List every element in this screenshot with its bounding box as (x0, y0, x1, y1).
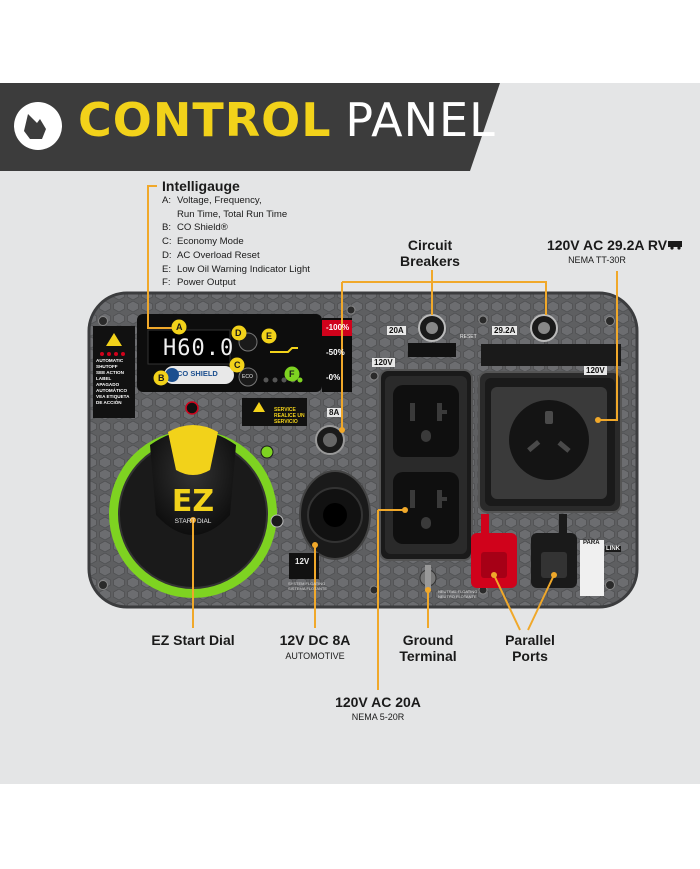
eco-mode-button[interactable] (238, 367, 258, 387)
dc-8a-label: 8A (327, 408, 342, 417)
output-100-indicator (322, 320, 352, 336)
output-100-text: -100% (326, 323, 350, 332)
ac-20a-label: 120V AC 20A (335, 694, 421, 710)
para-label: PARA (583, 540, 600, 546)
volt-120-right: 120V (584, 366, 607, 375)
ez-start-dial-label: EZ Start Dial (151, 632, 235, 648)
dc-label: 12V DC 8A (279, 632, 351, 648)
output-0-text: -0% (326, 373, 341, 382)
dc-12v-label: 12V (295, 557, 310, 566)
rv-camper-icon (668, 241, 682, 250)
callout-lines (147, 185, 618, 690)
marker-d: D (235, 328, 242, 338)
display-readout: H60.0 (163, 336, 235, 361)
marker-c: C (234, 360, 241, 370)
marker-e: E (266, 331, 273, 341)
reset-label: RESET (460, 334, 477, 340)
co-shield-badge (164, 366, 234, 384)
dc-sublabel: AUTOMOTIVE (285, 651, 345, 661)
ac-20a-outlet-bottom[interactable] (393, 472, 459, 544)
list-item: Run Time, Total Run Time (177, 208, 288, 220)
title-light: PANEL (345, 93, 496, 147)
letter-markers (153, 319, 300, 386)
rv-outlet-label: 120V AC 29.2A RV (546, 237, 668, 253)
list-item: C:Economy Mode (162, 236, 244, 248)
page-title: CONTROL PANEL (78, 93, 496, 147)
eco-text: ECO (242, 374, 253, 380)
list-item: B:CO Shield® (162, 222, 228, 234)
intelligauge-list: A:Voltage, Frequency, Run Time, Total Ru… (162, 194, 310, 290)
ac-20a-outlet-top[interactable] (393, 385, 459, 457)
ez-start-dial[interactable] (150, 430, 236, 535)
list-item: E:Low Oil Warning Indicator Light (162, 263, 310, 275)
dial-pointer (168, 425, 218, 475)
header-bar (0, 83, 500, 171)
marker-f: F (289, 369, 295, 379)
breaker-29-2a-label: 29.2A (492, 326, 518, 335)
link-label: LINK (605, 546, 621, 552)
dial-sub-text: START DIAL (174, 518, 212, 525)
marker-b: B (158, 373, 165, 383)
output-50-text: -50% (326, 348, 345, 357)
list-item: F:Power Output (162, 277, 236, 289)
intelligauge-title: Intelligauge (162, 178, 240, 194)
ac-20a-sublabel: NEMA 5-20R (351, 712, 405, 722)
volt-120-left: 120V (372, 358, 395, 367)
list-item: A:Voltage, Frequency, (162, 195, 262, 206)
dial-ez-text: EZ (171, 484, 215, 519)
list-item: D:AC Overload Reset (162, 249, 260, 261)
oil-warning-icon (270, 347, 298, 353)
rv-outlet-sublabel: NEMA TT-30R (568, 255, 626, 265)
co-shield-text: CO SHIELD (177, 369, 218, 378)
title-bold: CONTROL (78, 93, 332, 147)
marker-a: A (176, 322, 183, 332)
breaker-20a-label: 20A (387, 326, 406, 335)
service-label (242, 398, 307, 426)
